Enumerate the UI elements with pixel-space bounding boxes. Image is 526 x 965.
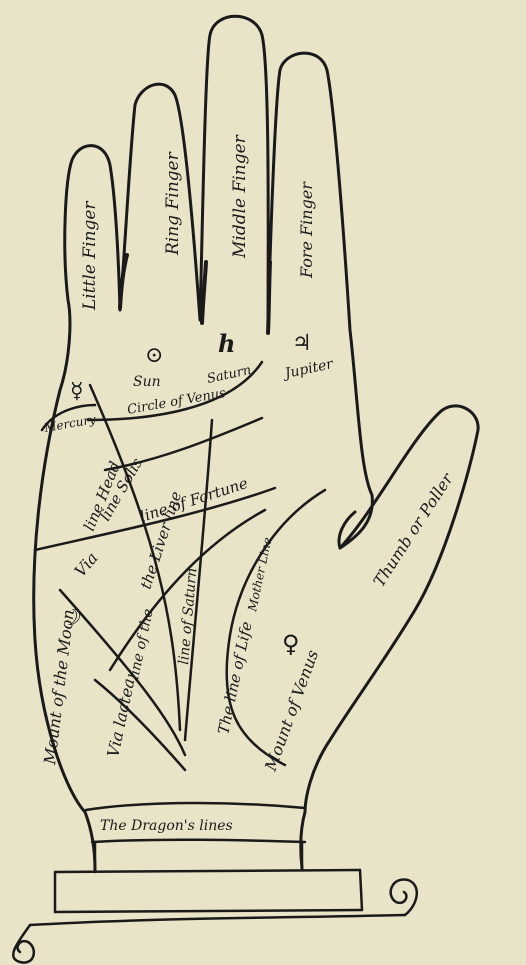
middle-finger-label: Middle Finger (230, 134, 250, 259)
line-of-fortune-label: line of Fortune (138, 474, 250, 526)
scroll-left (13, 925, 34, 963)
dragons-lines-label: The Dragon's lines (100, 818, 233, 834)
jupiter-symbol: ♃ (292, 331, 312, 356)
circle-of-venus-label: Circle of Venus (126, 386, 227, 418)
pedestal-top (55, 870, 360, 872)
mercury-symbol: ☿ (70, 379, 84, 404)
saturn-symbol: h (218, 329, 235, 358)
sun-symbol: ⊙ (145, 343, 163, 368)
mercury-mount-label: Mercury (42, 412, 97, 435)
pedestal-right (360, 870, 362, 910)
pedestal-bottom (55, 910, 362, 912)
fore-finger-label: Fore Finger (297, 181, 316, 279)
sun-mount-label: Sun (133, 374, 161, 390)
jupiter-mount-label: Jupiter (281, 356, 336, 383)
line-of-life-label: The line of Life (214, 620, 255, 736)
thumb-label: Thumb or Poller (369, 469, 457, 591)
finger-gap-middle-fore (268, 262, 270, 333)
venus-symbol: ♀ (282, 630, 300, 658)
via-lactea-label: Via lactea (103, 677, 138, 759)
dragons-lines-bottom (92, 840, 305, 842)
hand-outline (34, 16, 478, 870)
venus-mount-label: Mount of Venus (261, 647, 323, 774)
dragons-lines-top (86, 803, 305, 810)
little-finger-label: Little Finger (80, 201, 100, 311)
moon-mount-label: Mount of the Moon (40, 608, 78, 766)
finger-gap-little-ring (120, 255, 127, 308)
pedestal-base-line (30, 915, 405, 925)
scroll-right (391, 879, 417, 915)
saturn-mount-label: Saturn (206, 363, 253, 387)
via-label: Via (71, 548, 102, 580)
ring-finger-label: Ring Finger (163, 151, 183, 256)
line-of-the-label: line of the (126, 607, 157, 680)
